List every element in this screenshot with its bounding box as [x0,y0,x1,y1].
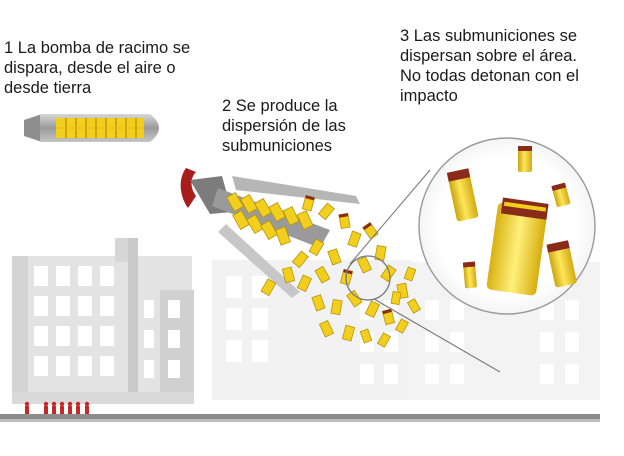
step-3-line: No todas detonan con el [400,67,579,85]
submunition-icon [446,168,479,222]
step-2-line: 2 Se produce la [222,97,338,115]
step-1-label: 1 La bomba de racimo se dispara, desde e… [4,38,214,98]
submunition-icon [546,240,577,288]
step-2-label: 2 Se produce la dispersión de las submun… [222,96,397,156]
submunition-icon [518,146,532,172]
magnifier-circle-icon [345,137,596,373]
person-icon [24,401,30,414]
step-2-line: submuniciones [222,137,333,155]
step-2-line: dispersión de las [222,117,346,135]
person-icon [67,401,73,414]
step-1-line: dispara, desde el aire o [4,59,176,77]
person-icon [43,401,49,414]
step-3-label: 3 Las submuniciones se dispersan sobre e… [400,26,615,106]
submunition-icon [486,197,549,296]
step-1-line: desde tierra [4,79,92,97]
submunition-icon [462,261,477,289]
person-icon [59,401,65,414]
step-3-line: 3 Las submuniciones se [400,27,578,45]
submunition-swarm [226,192,422,348]
person-icon [75,401,81,414]
person-icon [51,401,57,414]
step-3-line: dispersan sobre el área. [400,47,578,65]
step-1-line: 1 La bomba de racimo se [4,39,191,57]
cluster-bomb-icon [24,114,159,142]
people-group [24,401,90,414]
step-3-line: impacto [400,87,458,105]
person-icon [84,401,90,414]
submunition-icon [551,182,571,207]
ground-line [0,414,600,419]
